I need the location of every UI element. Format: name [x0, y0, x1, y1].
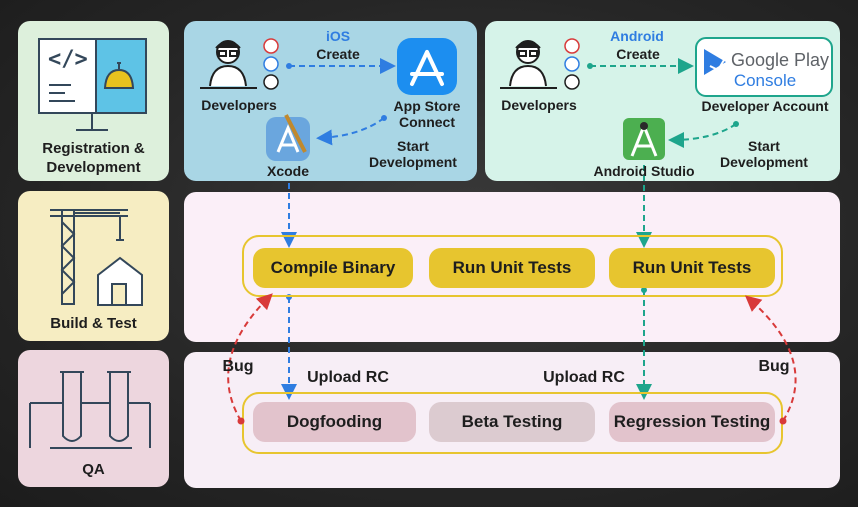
upload-rc-left-label: Upload RC — [307, 369, 389, 386]
ios-developer-icon — [200, 40, 257, 89]
test-tubes-icon — [29, 371, 151, 449]
bug-left-arrow — [227, 293, 273, 422]
svg-text:</>: </> — [48, 47, 88, 72]
run-unit-tests-step-1: Run Unit Tests — [429, 248, 595, 288]
google-play-console-text: Console — [733, 71, 797, 90]
qa-stage-panel — [18, 350, 169, 487]
android-developers-label: Developers — [501, 97, 577, 113]
qa-stage-label: QA — [82, 461, 105, 478]
beta-testing-step: Beta Testing — [429, 402, 595, 442]
xcode-label: Xcode — [266, 163, 309, 179]
bug-right-label: Bug — [758, 358, 790, 375]
ios-title: iOS — [325, 28, 351, 44]
build-stage-label: Build & Test — [50, 315, 137, 332]
ios-start-dev-label: Start Development — [369, 138, 457, 170]
upload-rc-right-label: Upload RC — [543, 369, 625, 386]
android-create-label: Create — [616, 46, 660, 62]
google-play-title: Google Play — [730, 50, 830, 70]
android-studio-label: Android Studio — [593, 163, 695, 179]
android-start-dev-label: Start Development — [720, 138, 808, 170]
app-store-connect-label: App Store Connect — [393, 98, 461, 130]
ios-developers-label: Developers — [201, 97, 277, 113]
dogfooding-step: Dogfooding — [253, 402, 416, 442]
crane-house-icon — [50, 209, 143, 306]
android-developer-icon — [500, 40, 557, 89]
bug-left-label: Bug — [222, 358, 254, 375]
app-store-icon — [397, 38, 457, 95]
registration-stage-label: Registration & Development — [42, 140, 145, 176]
android-title: Android — [610, 28, 664, 44]
android-start-dev-arrow — [668, 123, 737, 148]
computer-monitor-icon: </> — [38, 38, 147, 131]
regression-testing-step: Regression Testing — [609, 402, 775, 442]
build-steps-container — [242, 235, 783, 297]
compile-binary-step: Compile Binary — [253, 248, 413, 288]
ios-code-badges — [263, 38, 279, 90]
android-code-badges — [564, 38, 580, 90]
run-unit-tests-step-2: Run Unit Tests — [609, 248, 775, 288]
android-studio-icon — [623, 118, 665, 160]
ios-start-dev-arrow — [316, 117, 385, 146]
bug-right-arrow — [744, 295, 797, 422]
ios-create-label: Create — [316, 46, 360, 62]
developer-account-label: Developer Account — [701, 98, 829, 114]
google-play-console-icon — [695, 37, 833, 97]
xcode-icon — [266, 114, 310, 161]
